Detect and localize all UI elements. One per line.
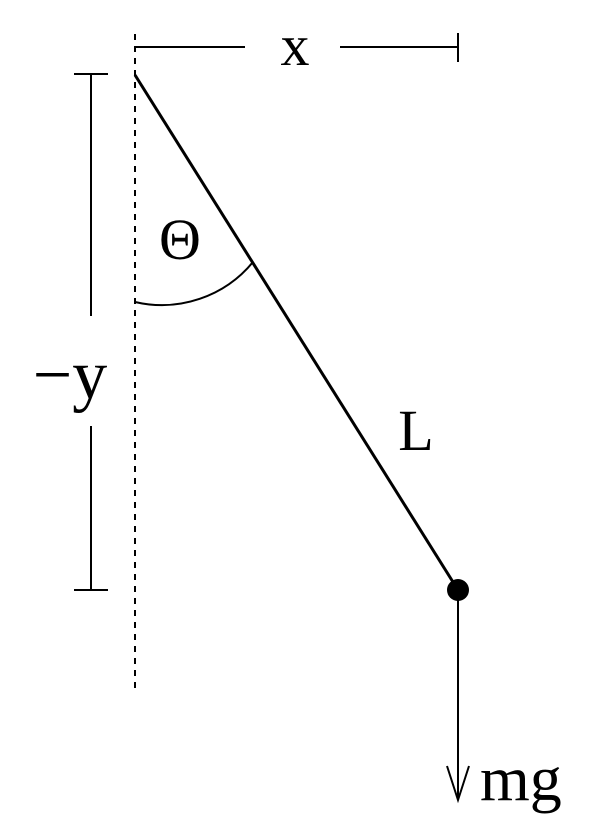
force-label: mg — [480, 743, 562, 814]
y-dimension: −y — [33, 73, 108, 591]
length-label: L — [398, 398, 433, 463]
pendulum-string — [133, 74, 460, 591]
force-arrow-head — [446, 765, 470, 804]
x-dimension: x — [135, 13, 459, 78]
angle-arc — [134, 261, 254, 307]
theta-label: Θ — [159, 207, 201, 272]
x-label: x — [281, 13, 310, 78]
force-arrow — [446, 590, 470, 804]
y-label: −y — [33, 337, 107, 414]
